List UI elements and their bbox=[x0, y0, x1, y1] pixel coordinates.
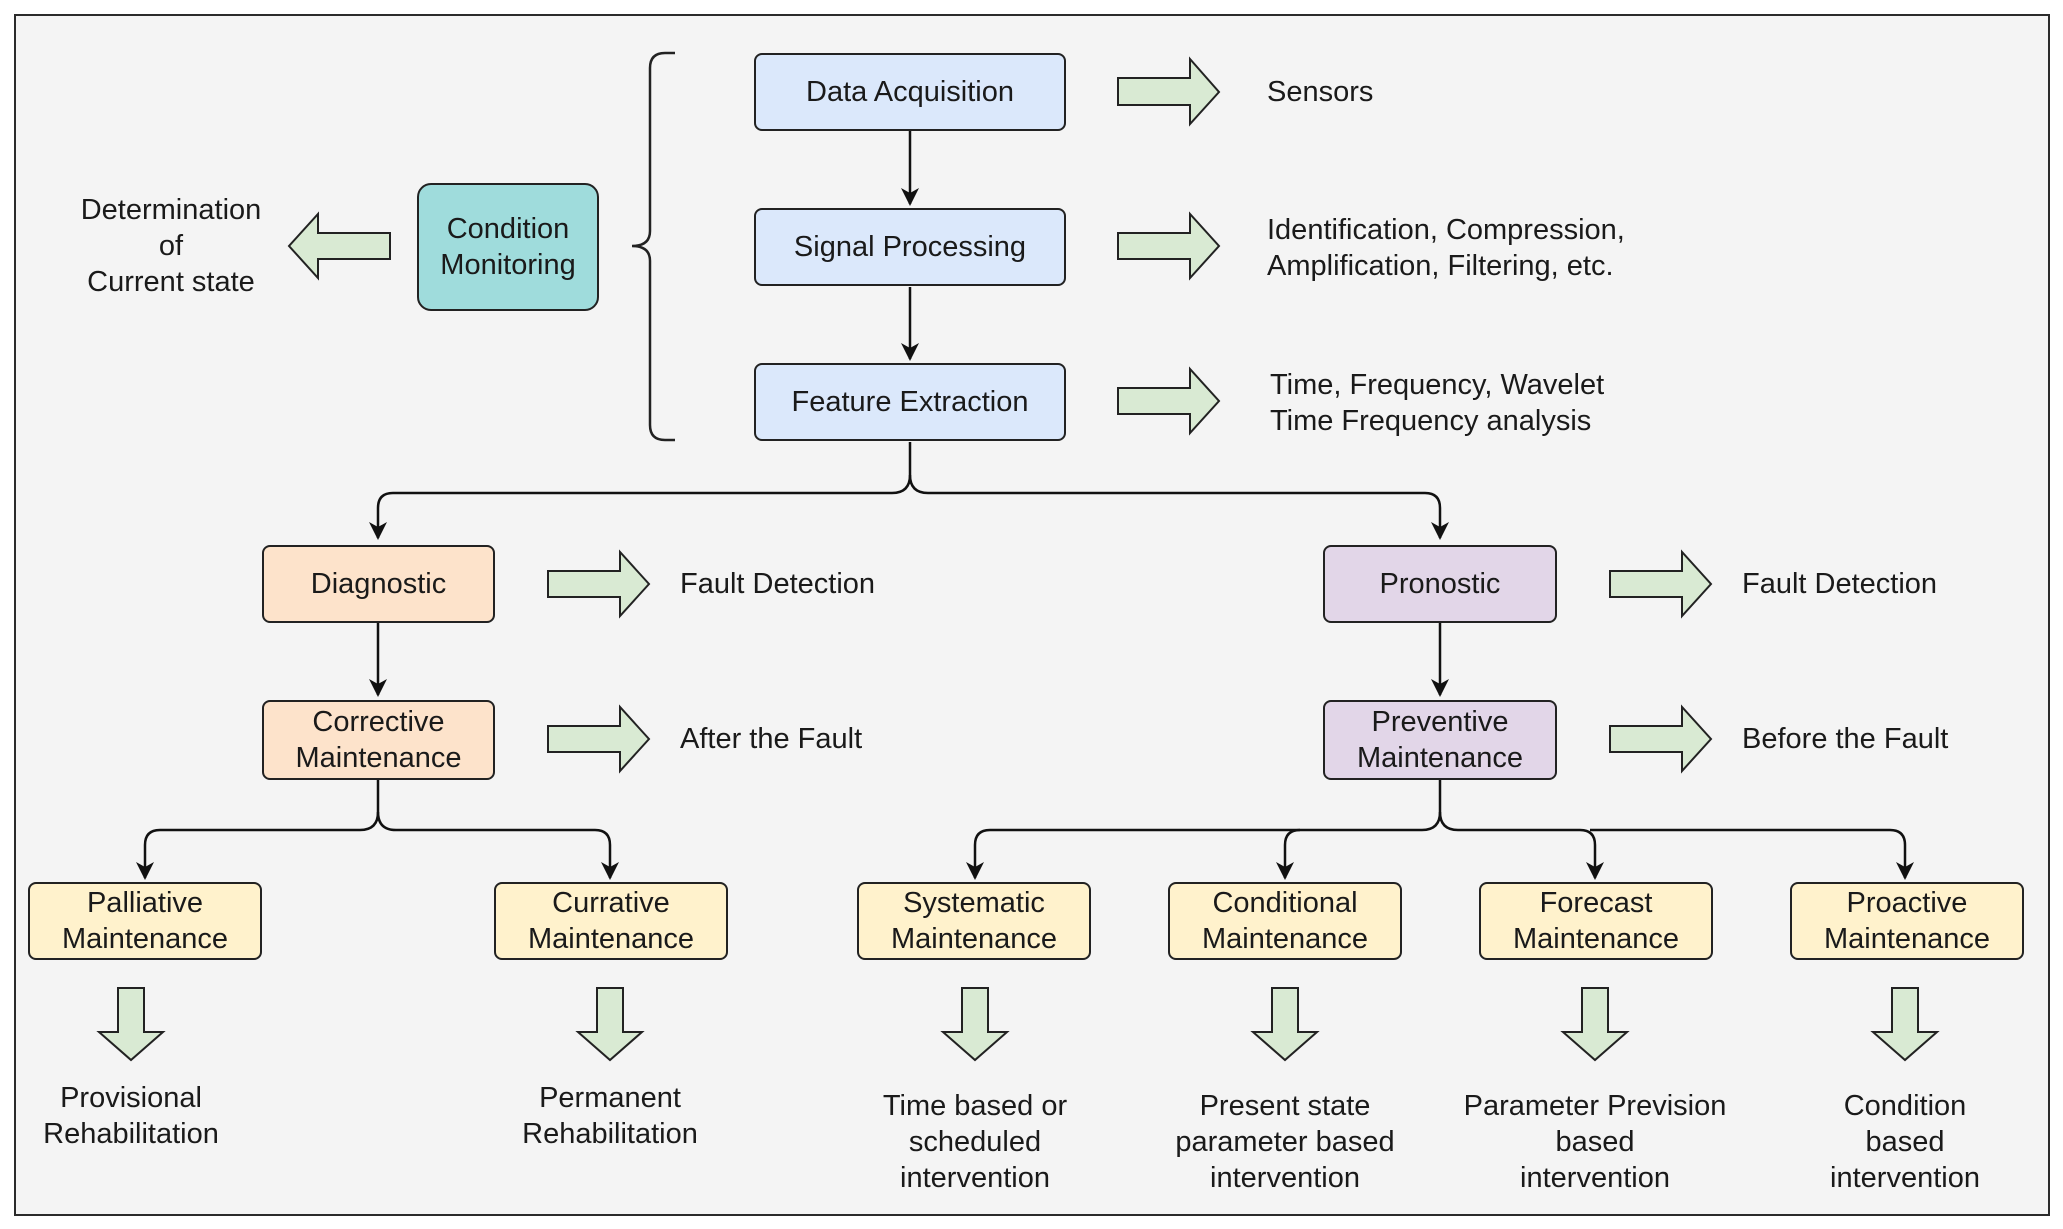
connector-to-currative bbox=[376, 811, 619, 880]
block-arrow-feature-detail bbox=[1117, 366, 1221, 436]
data-acquisition-box: Data Acquisition bbox=[754, 53, 1066, 131]
connector-to-prognostic bbox=[908, 474, 1449, 540]
block-arrow-preventive-detail bbox=[1609, 704, 1713, 774]
block-arrow-current-state bbox=[287, 211, 391, 281]
systematic-maintenance-box: Systematic Maintenance bbox=[857, 882, 1091, 960]
connector-to-forecast bbox=[1438, 811, 1604, 880]
block-arrow-down-forecast bbox=[1560, 987, 1630, 1062]
connector-to-proactive bbox=[1590, 828, 1914, 880]
currative-outcome: Permanent Rehabilitation bbox=[522, 1082, 698, 1150]
conditional-maintenance-box: Conditional Maintenance bbox=[1168, 882, 1402, 960]
block-arrow-down-proactive bbox=[1870, 987, 1940, 1062]
diagnostic-detail: Fault Detection bbox=[680, 568, 876, 600]
palliative-maintenance-box: Palliative Maintenance bbox=[28, 882, 262, 960]
corrective-maintenance-box: Corrective Maintenance bbox=[262, 700, 495, 780]
block-arrow-diagnostic-detail bbox=[547, 549, 651, 619]
block-arrow-signal-detail bbox=[1117, 211, 1221, 281]
palliative-outcome: Provisional Rehabilitation bbox=[43, 1082, 219, 1150]
signal-processing-detail: Identification, Compression, Amplificati… bbox=[1267, 214, 1625, 282]
diagnostic-box: Diagnostic bbox=[262, 545, 495, 623]
grouping-brace bbox=[631, 51, 675, 442]
signal-processing-box: Signal Processing bbox=[754, 208, 1066, 286]
forecast-maintenance-box: Forecast Maintenance bbox=[1479, 882, 1713, 960]
block-arrow-down-palliative bbox=[96, 987, 166, 1062]
block-arrow-down-conditional bbox=[1250, 987, 1320, 1062]
proactive-outcome: Condition based intervention bbox=[1830, 1090, 1980, 1194]
feature-extraction-box: Feature Extraction bbox=[754, 363, 1066, 441]
conditional-outcome: Present state parameter based interventi… bbox=[1175, 1090, 1395, 1194]
systematic-outcome: Time based or scheduled intervention bbox=[882, 1090, 1068, 1194]
connector-to-diagnostic bbox=[369, 442, 912, 540]
connector-to-systematic bbox=[966, 780, 1442, 880]
prognostic-box: Pronostic bbox=[1323, 545, 1557, 623]
block-arrow-down-systematic bbox=[940, 987, 1010, 1062]
block-arrow-sensors bbox=[1117, 56, 1221, 127]
currative-maintenance-box: Currative Maintenance bbox=[494, 882, 728, 960]
current-state-label: Determination of Current state bbox=[80, 194, 262, 298]
prognostic-detail: Fault Detection bbox=[1742, 568, 1938, 600]
sensors-label: Sensors bbox=[1267, 76, 1374, 108]
preventive-maintenance-box: Preventive Maintenance bbox=[1323, 700, 1557, 780]
block-arrow-corrective-detail bbox=[547, 704, 651, 774]
forecast-outcome: Parameter Prevision based intervention bbox=[1463, 1090, 1727, 1194]
condition-monitoring-box: Condition Monitoring bbox=[417, 183, 599, 311]
corrective-detail: After the Fault bbox=[680, 723, 863, 755]
proactive-maintenance-box: Proactive Maintenance bbox=[1790, 882, 2024, 960]
feature-extraction-detail: Time, Frequency, Wavelet Time Frequency … bbox=[1270, 369, 1605, 437]
block-arrow-prognostic-detail bbox=[1609, 549, 1713, 619]
connector-to-conditional bbox=[1276, 828, 1301, 880]
preventive-detail: Before the Fault bbox=[1742, 723, 1949, 755]
connector-to-palliative bbox=[136, 780, 380, 880]
block-arrow-down-currative bbox=[575, 987, 645, 1062]
